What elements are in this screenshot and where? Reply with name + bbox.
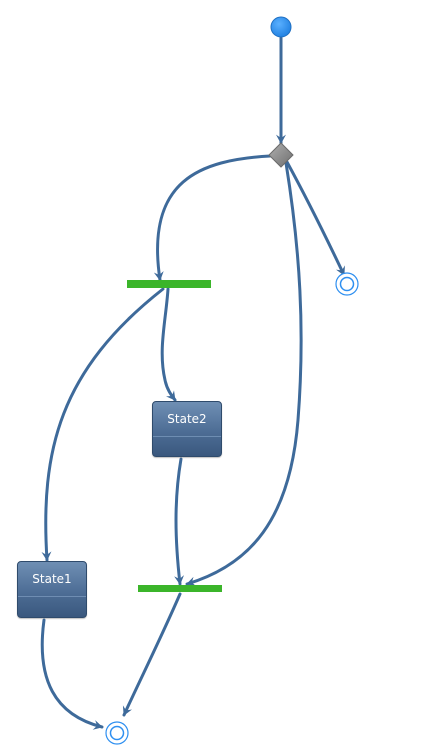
edge-fork-to-state1 — [41, 287, 165, 562]
state-node-state1[interactable]: State1 — [17, 561, 87, 618]
edge-decision-to-final-right — [285, 160, 346, 277]
state-node-state2[interactable]: State2 — [152, 401, 222, 457]
state-label: State2 — [167, 412, 207, 426]
state-divider — [153, 436, 221, 437]
state-label: State1 — [32, 572, 72, 586]
edge-fork-to-state2 — [160, 287, 177, 402]
join-bar[interactable] — [138, 585, 222, 592]
fork-bar[interactable] — [127, 280, 211, 288]
final-node-bottom[interactable] — [105, 721, 129, 745]
edge-state1-to-final-bottom — [40, 618, 104, 730]
final-node-right[interactable] — [335, 272, 359, 296]
edge-decision-to-fork — [153, 154, 272, 282]
edge-state2-to-join — [174, 457, 185, 586]
edge-decision-to-join — [185, 161, 303, 587]
initial-node[interactable] — [270, 16, 292, 38]
decision-node[interactable] — [268, 142, 294, 168]
edge-join-to-final-bottom — [122, 592, 182, 717]
state-divider — [18, 596, 86, 597]
